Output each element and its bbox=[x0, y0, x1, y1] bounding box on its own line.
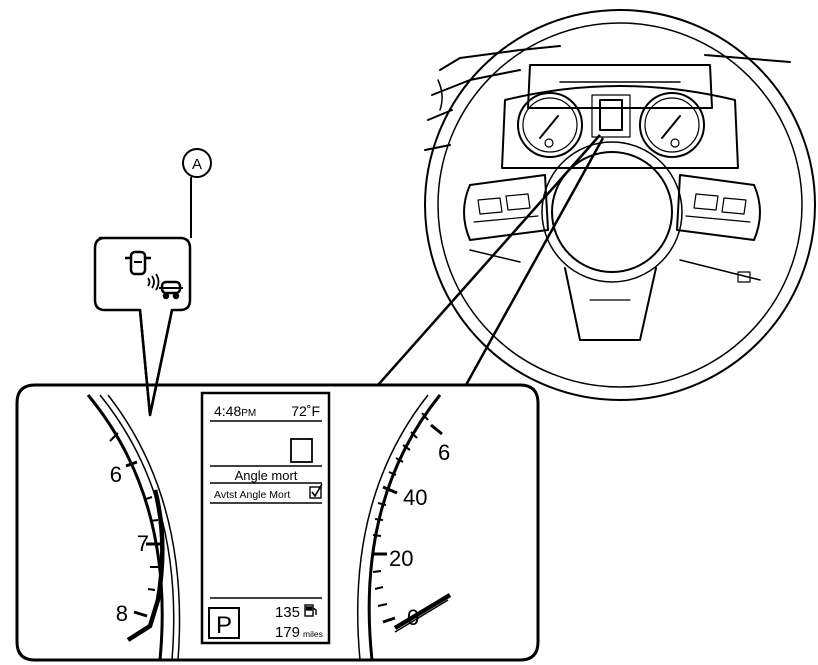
callout-label: A bbox=[192, 156, 202, 173]
speed-tick-6: 6 bbox=[438, 440, 450, 465]
blind-spot-indicator-square bbox=[290, 438, 313, 463]
blind-spot-title: Angle mort bbox=[235, 468, 298, 483]
gear-indicator: P bbox=[216, 612, 232, 639]
tach-tick-8: 8 bbox=[116, 601, 128, 626]
range-value: 135 bbox=[275, 604, 300, 621]
speed-tick-20: 20 bbox=[389, 546, 413, 571]
display-time: 4:48PM bbox=[214, 403, 256, 419]
information-display bbox=[200, 391, 331, 645]
steering-wheel-overview bbox=[424, 9, 816, 401]
callout-a: A bbox=[182, 148, 212, 238]
zoom-lines bbox=[377, 134, 605, 386]
tach-tick-6: 6 bbox=[110, 462, 122, 487]
odometer-unit: miles bbox=[303, 629, 323, 639]
blind-spot-setting: Avtst Angle Mort bbox=[214, 489, 290, 501]
fuel-pump-icon bbox=[304, 604, 317, 617]
gear-indicator-box bbox=[208, 607, 240, 639]
speed-tick-40: 40 bbox=[403, 485, 427, 510]
tachometer bbox=[86, 394, 181, 661]
cluster-detail-box bbox=[15, 309, 540, 662]
speed-tick-0: 0 bbox=[407, 605, 419, 630]
odometer-value: 179 bbox=[275, 624, 300, 641]
tach-tick-7: 7 bbox=[137, 531, 149, 556]
speedometer bbox=[357, 394, 452, 661]
display-temperature: 72˚F bbox=[291, 403, 320, 419]
blind-spot-warning-icon bbox=[125, 250, 183, 300]
checkbox-checked-icon bbox=[309, 483, 323, 499]
